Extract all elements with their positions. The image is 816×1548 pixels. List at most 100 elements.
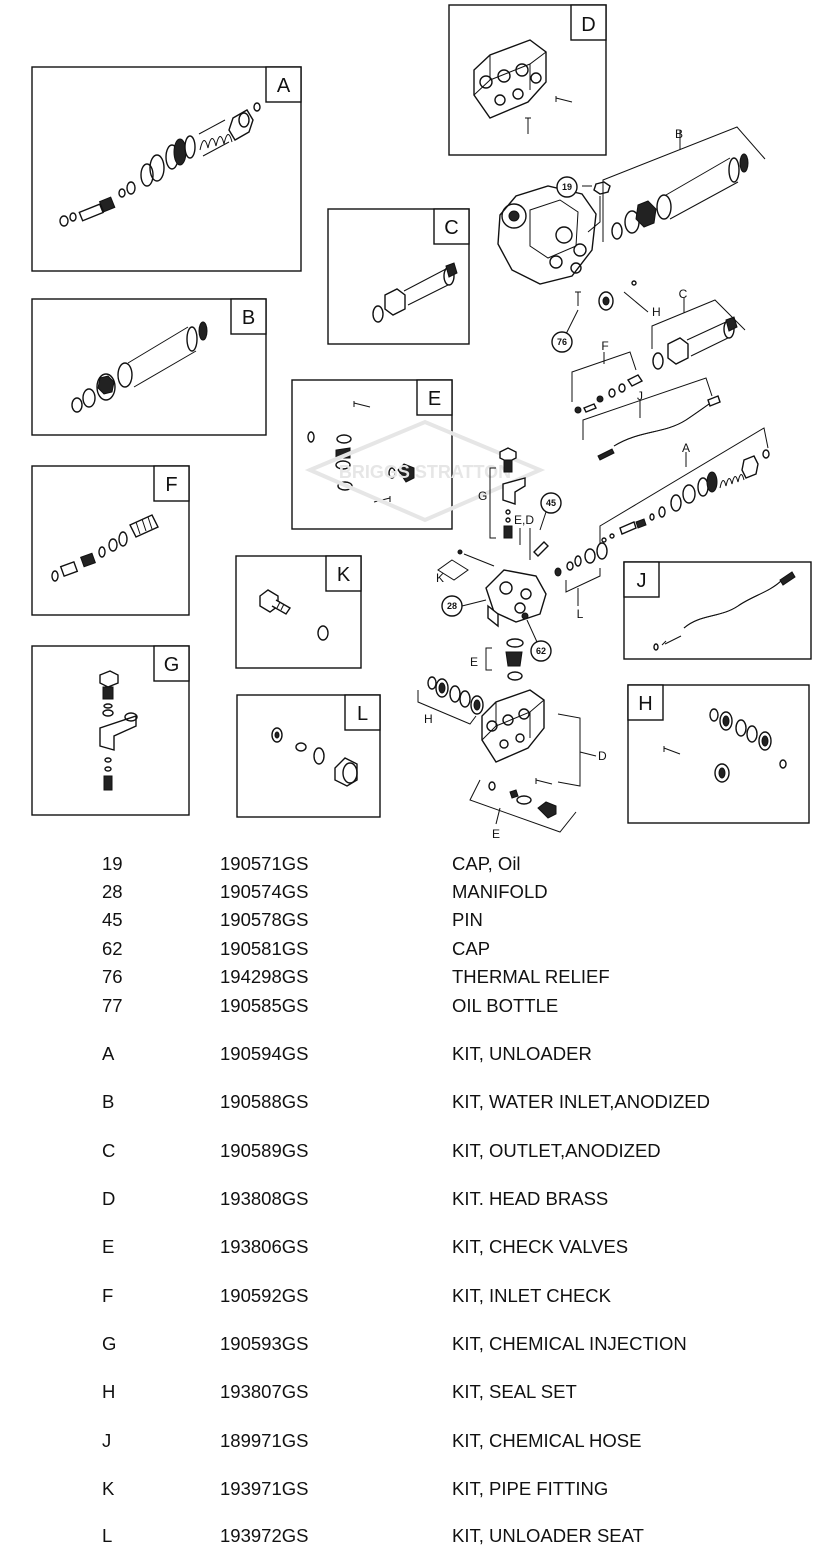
part-ref: D: [102, 1188, 116, 1209]
pipe-fitting-kit-parts-icon: [259, 589, 329, 641]
svg-text:F: F: [165, 474, 177, 496]
part-ref: A: [102, 1043, 115, 1064]
seal-set-kit-parts-icon: [663, 708, 787, 783]
kit-box-a: A: [31, 66, 302, 272]
svg-text:BRIGGS STRATTON: BRIGGS STRATTON: [339, 462, 511, 482]
part-description: KIT, CHEMICAL HOSE: [452, 1430, 642, 1451]
svg-text:D: D: [598, 749, 607, 763]
part-description: PIN: [452, 909, 483, 930]
svg-text:A: A: [682, 441, 690, 455]
part-ref: H: [102, 1381, 116, 1402]
part-description: KIT, INLET CHECK: [452, 1285, 612, 1306]
parts-row: B 190588GS KIT, WATER INLET,ANODIZED: [0, 1090, 816, 1114]
part-description: THERMAL RELIEF: [452, 966, 610, 987]
svg-text:E: E: [470, 655, 478, 669]
part-number: 190593GS: [220, 1333, 309, 1354]
svg-text:K: K: [436, 571, 444, 585]
kit-box-k: K: [235, 555, 362, 669]
part-ref: F: [102, 1285, 114, 1306]
part-description: KIT, SEAL SET: [452, 1381, 577, 1402]
kit-box-e: E: [291, 379, 453, 530]
part-number: 190588GS: [220, 1091, 309, 1112]
part-ref: E: [102, 1236, 115, 1257]
part-ref: G: [102, 1333, 117, 1354]
part-description: CAP: [452, 938, 491, 959]
part-ref: B: [102, 1091, 115, 1112]
kit-box-b: B: [31, 298, 267, 436]
svg-text:B: B: [242, 307, 255, 329]
svg-text:K: K: [337, 564, 351, 586]
parts-row: 45 190578GS PIN: [0, 908, 816, 932]
exploded-group-b: B: [602, 126, 766, 242]
parts-row: H 193807GS KIT, SEAL SET: [0, 1380, 816, 1404]
exploded-group-c: C: [651, 287, 746, 370]
exploded-group-l: L: [554, 542, 608, 621]
chemical-hose-kit-parts-icon: [653, 571, 796, 651]
part-number: 193971GS: [220, 1478, 309, 1499]
part-number: 193808GS: [220, 1188, 309, 1209]
part-description: KIT, UNLOADER SEAT: [452, 1525, 644, 1546]
part-description: KIT, OUTLET,ANODIZED: [452, 1140, 661, 1161]
part-ref: 77: [102, 995, 123, 1016]
chemical-injection-kit-parts-icon: [99, 670, 138, 791]
part-description: CAP, Oil: [452, 853, 521, 874]
part-number: 190585GS: [220, 995, 309, 1016]
svg-text:B: B: [675, 127, 683, 141]
check-valves-kit-parts-icon: [307, 401, 415, 503]
pump-exploded-view: 19 B H 76: [417, 126, 770, 840]
outlet-kit-parts-icon: [372, 262, 458, 323]
part-ref: J: [102, 1430, 112, 1451]
kit-box-j: J: [623, 561, 812, 660]
svg-text:L: L: [577, 607, 584, 621]
svg-text:E,D: E,D: [514, 513, 534, 527]
part-ref: 45: [102, 909, 123, 930]
svg-text:F: F: [601, 339, 608, 353]
part-description: KIT, WATER INLET,ANODIZED: [452, 1091, 710, 1112]
part-number: 190574GS: [220, 881, 309, 902]
svg-text:62: 62: [536, 646, 546, 656]
part-ref: C: [102, 1140, 116, 1161]
svg-text:H: H: [638, 693, 652, 715]
kit-box-d: D: [448, 4, 607, 156]
svg-text:G: G: [478, 489, 487, 503]
part-ref: 28: [102, 881, 123, 902]
kit-box-g: G: [31, 645, 190, 816]
svg-text:D: D: [581, 14, 595, 36]
svg-text:L: L: [357, 703, 368, 725]
part-ref: 19: [102, 853, 123, 874]
part-number: 193972GS: [220, 1525, 309, 1546]
part-description: MANIFOLD: [452, 881, 548, 902]
svg-text:C: C: [444, 217, 458, 239]
unloader-seat-kit-parts-icon: [271, 727, 358, 787]
part-ref: K: [102, 1478, 115, 1499]
part-description: KIT, CHEMICAL INJECTION: [452, 1333, 687, 1354]
part-ref: L: [102, 1525, 113, 1546]
parts-row: J 189971GS KIT, CHEMICAL HOSE: [0, 1429, 816, 1453]
part-number: 194298GS: [220, 966, 309, 987]
svg-text:76: 76: [557, 337, 567, 347]
part-number: 190571GS: [220, 853, 309, 874]
part-number: 190578GS: [220, 909, 309, 930]
parts-row: G 190593GS KIT, CHEMICAL INJECTION: [0, 1332, 816, 1356]
part-description: KIT. HEAD BRASS: [452, 1188, 609, 1209]
part-number: 189971GS: [220, 1430, 309, 1451]
svg-text:J: J: [637, 389, 643, 403]
svg-text:H: H: [652, 305, 661, 319]
parts-row: 28 190574GS MANIFOLD: [0, 880, 816, 904]
exploded-group-e-lower: E: [469, 779, 577, 840]
exploded-parts-diagram: A B: [31, 4, 812, 840]
kit-box-h: H: [627, 684, 810, 824]
exploded-group-a: A: [599, 427, 770, 548]
part-number: 193807GS: [220, 1381, 309, 1402]
svg-text:45: 45: [546, 498, 556, 508]
svg-text:A: A: [277, 75, 291, 97]
parts-row: 19 190571GS CAP, Oil: [0, 852, 816, 876]
unloader-kit-parts-icon: [59, 102, 261, 227]
svg-text:E: E: [428, 388, 441, 410]
head-brass-kit-parts-icon: [473, 39, 573, 134]
